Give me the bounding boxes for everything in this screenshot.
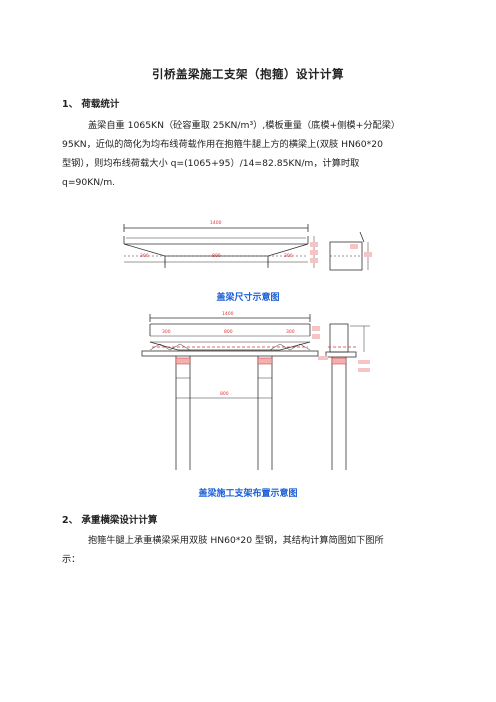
paragraph-line: 示： bbox=[62, 554, 81, 565]
paragraph-line: q=90KN/m. bbox=[62, 177, 116, 188]
fig2-label-bottom: 800 bbox=[220, 392, 229, 397]
section-2-heading: 2、 承重横梁设计计算 bbox=[62, 515, 158, 526]
fig2-label-seg-c: 300 bbox=[286, 330, 295, 335]
section-1-paragraph: 盖梁自重 1065KN（砼容重取 25KN/m³）,模板重量（底模+侧模+分配梁… bbox=[62, 116, 434, 192]
section-2-paragraph: 抱箍牛腿上承重横梁采用双肢 HN60*20 型钢，其结构计算简图如下图所 示： bbox=[62, 531, 434, 569]
fig2-label-seg-b: 800 bbox=[224, 330, 233, 335]
figure-2-caption: 盖梁施工支架布置示意图 bbox=[198, 489, 298, 499]
paragraph-line: 抱箍牛腿上承重横梁采用双肢 HN60*20 型钢，其结构计算简图如下图所 bbox=[88, 535, 384, 546]
paragraph-line: 型钢），则均布线荷载大小 q=(1065+95）/14=82.85KN/m，计算… bbox=[62, 158, 360, 169]
fig2-label-seg-a: 300 bbox=[162, 330, 171, 335]
figure-1-caption: 盖梁尺寸示意图 bbox=[216, 293, 280, 303]
paragraph-line: 盖梁自重 1065KN（砼容重取 25KN/m³）,模板重量（底模+侧模+分配梁… bbox=[88, 120, 401, 131]
document-title: 引桥盖梁施工支架（抱箍）设计计算 bbox=[152, 67, 344, 81]
fig1-label-mid: 800 bbox=[212, 254, 221, 259]
fig1-label-top: 1400 bbox=[210, 221, 222, 226]
section-1-heading: 1、 荷载统计 bbox=[62, 99, 120, 110]
fig2-label-top: 1400 bbox=[222, 312, 234, 317]
paragraph-line: 95KN，近似的简化为均布线荷载作用在抱箍牛腿上方的横梁上(双肢 HN60*20 bbox=[62, 139, 383, 150]
fig1-label-right: 300 bbox=[284, 254, 293, 259]
fig1-label-left: 300 bbox=[140, 254, 149, 259]
